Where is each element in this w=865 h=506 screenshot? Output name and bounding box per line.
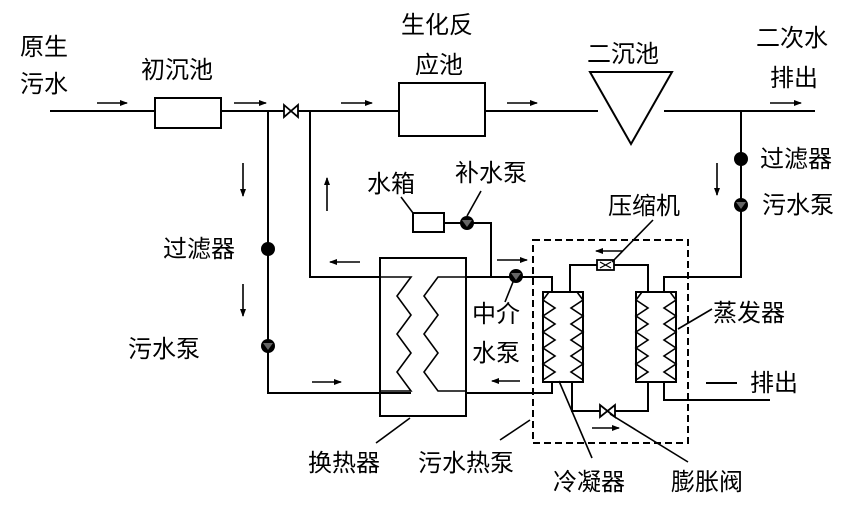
condenser-label: 冷凝器 — [553, 468, 625, 496]
bioreactor-label: 应池 — [415, 51, 463, 79]
left-branch-pipe — [267, 111, 380, 394]
secondary-clarifier-label: 二沉池 — [587, 40, 659, 68]
expansion-valve-label: 膨胀阀 — [671, 468, 743, 496]
leader-line — [558, 380, 593, 459]
leader-line — [466, 190, 482, 217]
heat-exchanger-label: 换热器 — [308, 449, 380, 477]
raw-sewage-label: 污水 — [20, 70, 68, 98]
bioreactor-tank — [398, 82, 486, 137]
compressor-icon — [596, 259, 615, 271]
water-tank — [412, 212, 445, 233]
pump-right-icon — [734, 198, 748, 212]
evaporator-label: 蒸发器 — [713, 299, 785, 327]
filter-left-label: 过滤器 — [163, 235, 235, 263]
leader-line — [375, 417, 411, 444]
condenser — [541, 291, 585, 383]
sewage-heat-pump-label: 污水热泵 — [418, 449, 514, 477]
discharge-label: 排出 — [750, 369, 798, 397]
evaporator — [634, 291, 678, 383]
intermediate-pump-icon — [509, 269, 523, 283]
leader-line — [609, 413, 689, 463]
leader-line — [400, 196, 414, 214]
pump-left-label: 污水泵 — [128, 335, 200, 363]
heat-exchanger — [379, 257, 467, 417]
filter-right-label: 过滤器 — [760, 145, 832, 173]
filter-right-icon — [734, 152, 748, 166]
intermediate-pump-label: 水泵 — [472, 339, 520, 367]
return-pipe — [309, 111, 380, 278]
pump-right-label: 污水泵 — [762, 191, 834, 219]
leader-line — [499, 419, 531, 441]
raw-sewage-label: 原生 — [20, 33, 68, 61]
leader-line — [611, 219, 654, 263]
pump-left-icon — [261, 339, 275, 353]
secondary-discharge-label: 二次水 — [756, 24, 828, 52]
intermediate-loop-pipe — [466, 276, 545, 394]
secondary-clarifier — [588, 71, 674, 147]
leader-line — [504, 281, 514, 303]
secondary-discharge-label: 排出 — [770, 64, 818, 92]
filter-left-icon — [261, 242, 275, 256]
leader-line — [677, 308, 713, 330]
primary-clarifier-label: 初沉池 — [141, 56, 213, 84]
compressor-label: 压缩机 — [608, 192, 680, 220]
makeup-pump-label: 补水泵 — [455, 159, 527, 187]
water-tank-label: 水箱 — [367, 170, 415, 198]
evaporator-sewage-pipe — [663, 111, 770, 401]
heat-pump-enclosure — [532, 239, 689, 444]
makeup-pump-icon — [444, 216, 492, 277]
intermediate-pump-label: 中介 — [472, 300, 520, 328]
primary-clarifier — [154, 97, 222, 129]
gate-valve-icon — [283, 103, 299, 119]
bioreactor-label: 生化反 — [401, 11, 473, 39]
